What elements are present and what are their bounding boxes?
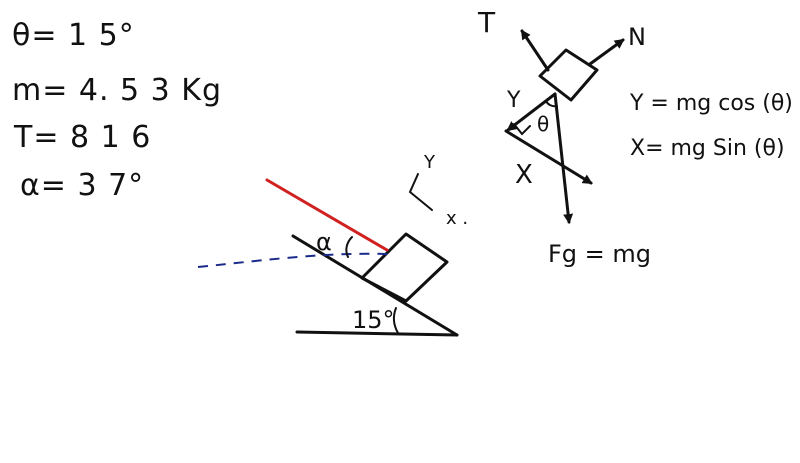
tension-given: T= 8 1 6 [13,120,151,155]
incline-angle-label: 15° [352,306,395,334]
theta-arc [545,100,558,108]
alpha-angle-arc [345,236,353,258]
givens-block: θ= 1 5° m= 4. 5 3 Kg T= 8 1 6 α= 3 7° [12,18,222,203]
normal-arrow [588,38,625,66]
mass-given: m= 4. 5 3 Kg [12,73,222,108]
axes-x-label: x . [446,208,468,229]
alpha-angle-label: α [316,228,332,256]
block [360,232,449,303]
gravity-arrow [553,92,574,224]
x-component-arrow [504,129,593,185]
theta-given: θ= 1 5° [12,18,135,53]
fbd-tension-label: T [477,6,496,39]
fbd-normal-label: N [628,23,646,51]
fbd-y-label: Y [506,88,521,113]
y-equation: Y = mg cos (θ) [629,91,793,116]
fbd-theta-label: θ [537,112,549,136]
fbd-x-label: X [515,160,533,190]
fbd-block [538,48,599,102]
x-equation: X= mg Sin (θ) [630,136,785,161]
axes-corner [408,173,433,211]
free-body-diagram: T N Y θ X Fg = mg Y = mg cos (θ) X= mg S… [477,6,793,268]
right-angle-mark [513,123,531,136]
y-component-arrow [506,92,557,132]
gravity-label: Fg = mg [548,240,651,268]
incline-diagram: 15° α [197,178,459,337]
tension-arrow [520,29,550,72]
alpha-given: α= 3 7° [20,168,144,203]
incline-angle-arc [392,307,399,334]
axes-y-label: Y [423,152,436,173]
ground-line [295,330,459,337]
dashed-reference-line [197,252,389,268]
small-axes: Y x . [408,152,468,229]
rope-line [265,178,389,252]
